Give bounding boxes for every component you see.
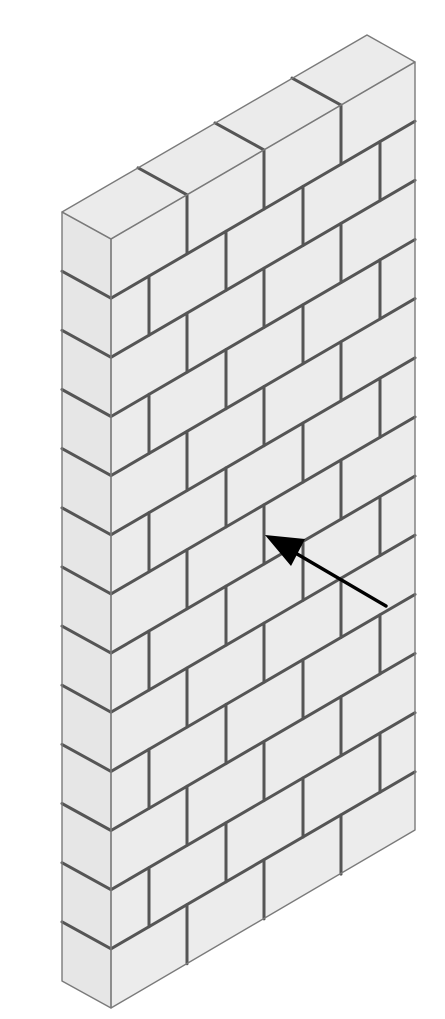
bed-joint-end bbox=[60, 742, 113, 773]
bed-joint-end bbox=[60, 861, 113, 892]
bed-joint-end bbox=[60, 447, 113, 478]
bed-joint-end bbox=[60, 506, 113, 537]
head-joint-top bbox=[213, 121, 266, 152]
bed-joint-end bbox=[60, 328, 113, 359]
head-joint-top bbox=[136, 166, 189, 197]
wall-end-face bbox=[62, 212, 111, 1008]
wall-front-outline bbox=[110, 61, 416, 1009]
arrow-icon bbox=[265, 535, 388, 608]
bed-joint-end bbox=[60, 388, 113, 418]
brick-wall bbox=[60, 34, 417, 1009]
mortar-joints bbox=[60, 76, 417, 966]
bed-joint-end bbox=[60, 624, 113, 655]
bed-joint-end bbox=[60, 802, 113, 832]
arrow-head bbox=[265, 535, 305, 566]
arrow-shaft bbox=[290, 549, 388, 608]
head-joint-top bbox=[290, 76, 343, 107]
bed-joint-end bbox=[60, 920, 113, 951]
bed-joint-end bbox=[60, 269, 113, 300]
bed-joint-end bbox=[60, 683, 113, 714]
bed-joint-end bbox=[60, 565, 113, 596]
